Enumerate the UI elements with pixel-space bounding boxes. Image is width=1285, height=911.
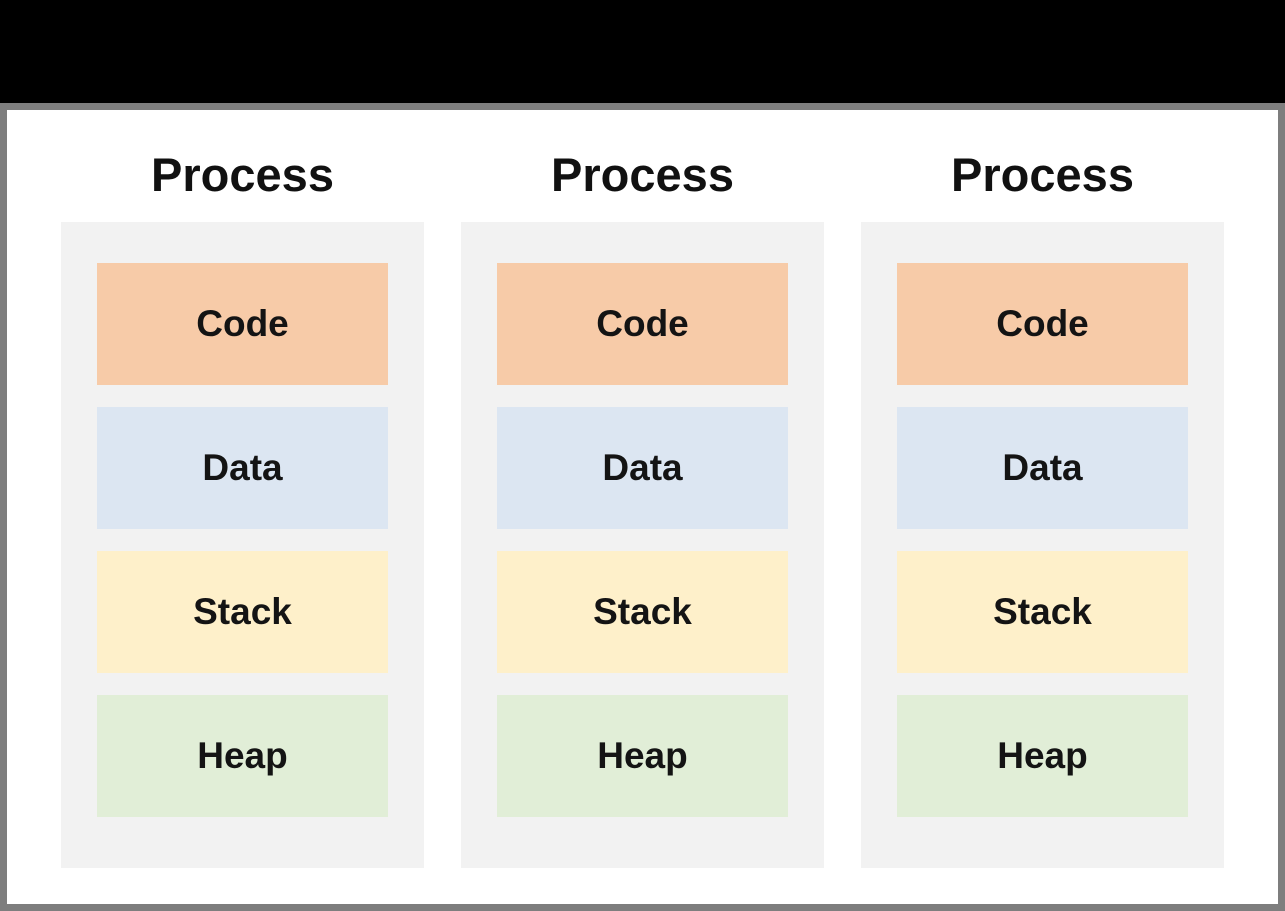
memory-segment-stack: Stack	[497, 551, 788, 673]
segment-label-heap: Heap	[597, 735, 688, 776]
segment-label-data: Data	[1002, 447, 1083, 488]
process-memory-box: Code Data Stack Heap	[461, 222, 824, 868]
process-columns-row: Process Code Data Stack Heap Process	[7, 110, 1278, 868]
segment-label-code: Code	[196, 303, 289, 344]
process-column-3: Process Code Data Stack Heap	[861, 148, 1224, 868]
slide-frame: Process Code Data Stack Heap Process	[0, 103, 1285, 911]
memory-segment-code: Code	[97, 263, 388, 385]
segment-label-stack: Stack	[593, 591, 692, 632]
memory-segment-heap: Heap	[97, 695, 388, 817]
memory-segment-heap: Heap	[497, 695, 788, 817]
top-black-bar	[0, 0, 1285, 103]
segment-label-heap: Heap	[197, 735, 288, 776]
segment-label-code: Code	[596, 303, 689, 344]
process-column-2: Process Code Data Stack Heap	[461, 148, 824, 868]
process-title: Process	[951, 148, 1134, 201]
memory-segment-code: Code	[897, 263, 1188, 385]
segment-label-code: Code	[996, 303, 1089, 344]
process-title: Process	[151, 148, 334, 201]
memory-segment-stack: Stack	[97, 551, 388, 673]
memory-segment-data: Data	[497, 407, 788, 529]
segment-label-data: Data	[202, 447, 283, 488]
process-memory-box: Code Data Stack Heap	[861, 222, 1224, 868]
segment-label-heap: Heap	[997, 735, 1088, 776]
process-memory-box: Code Data Stack Heap	[61, 222, 424, 868]
segment-label-stack: Stack	[193, 591, 292, 632]
memory-segment-stack: Stack	[897, 551, 1188, 673]
memory-segment-data: Data	[897, 407, 1188, 529]
segment-label-stack: Stack	[993, 591, 1092, 632]
process-column-1: Process Code Data Stack Heap	[61, 148, 424, 868]
process-title: Process	[551, 148, 734, 201]
memory-segment-code: Code	[497, 263, 788, 385]
segment-label-data: Data	[602, 447, 683, 488]
memory-segment-heap: Heap	[897, 695, 1188, 817]
memory-segment-data: Data	[97, 407, 388, 529]
